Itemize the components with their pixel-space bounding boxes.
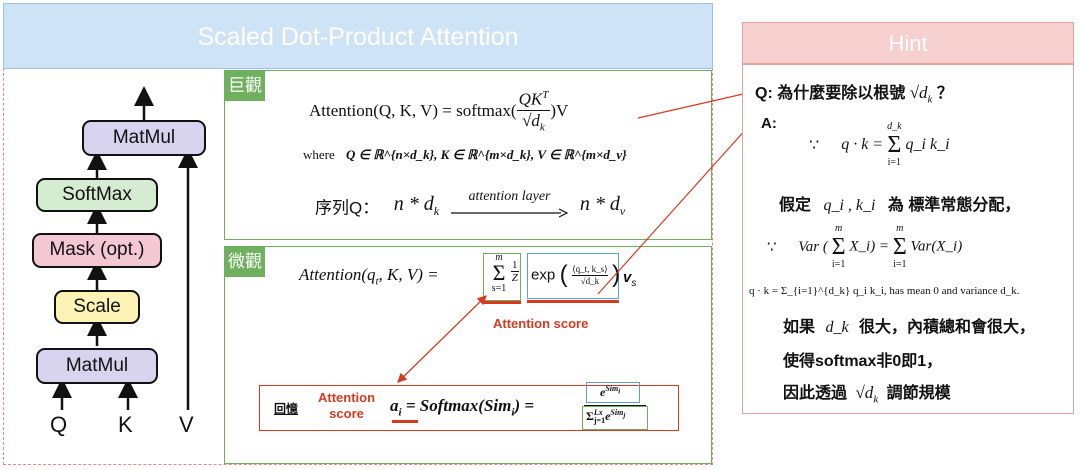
frac-denominator-sub: k (539, 121, 545, 134)
formula-fraction: QKT √dk (516, 89, 551, 134)
arrow-to-question (637, 89, 754, 119)
architecture-diagram: MatMul SoftMax Mask (opt.) Scale MatMul … (0, 0, 220, 470)
recall-denominator-box (582, 406, 648, 430)
hint-paper-line: q · k = Σ_{i=1}^{d_k} q_i k_i, has mean … (749, 285, 1020, 297)
macro-attention-formula: Attention(Q, K, V) = softmax( QKT √dk )V (309, 89, 568, 133)
arrow-line (451, 208, 569, 218)
micro-tag: 微觀 (225, 247, 265, 277)
where-label: where (303, 147, 335, 162)
sequence-label: 序列Q： (315, 198, 380, 218)
input-v-label: V (179, 412, 194, 437)
macro-tag: 巨觀 (225, 71, 265, 101)
matmul-top-block: MatMul (82, 120, 206, 156)
hint-dot-product: ∵ q · k = d_k Σ i=1 q_i k_i (809, 121, 950, 168)
micro-v-s: vs (623, 269, 637, 289)
hint-line1: 如果 d_k 很大，內積總和會很大， (783, 319, 1036, 336)
macro-panel: 巨觀 Attention(Q, K, V) = softmax( QKT √dk… (224, 70, 712, 240)
arrow-to-answer (597, 117, 757, 295)
mask-block: Mask (opt.) (32, 233, 162, 268)
recall-frac-line (584, 405, 646, 406)
frac-numerator-sup: T (542, 89, 549, 101)
sequence-arrow: attention layer (449, 189, 569, 223)
where-formula: Q ∈ ℝ^{n×d_k}, K ∈ ℝ^{m×d_k}, V ∈ ℝ^{m×d… (346, 147, 627, 162)
arrow-label: attention layer (468, 189, 551, 204)
exp-highlight-box (527, 253, 619, 299)
sequence-left: n * dk (393, 193, 440, 218)
matmul-bottom-block: MatMul (36, 348, 158, 384)
recall-ai-underline (392, 420, 418, 423)
recall-numerator-box (586, 382, 640, 403)
frac-denominator: √d (522, 110, 540, 130)
input-k-label: K (118, 412, 133, 437)
micro-formula-lhs: Attention(qt, K, V) = (299, 265, 439, 288)
exp-underline (527, 300, 619, 303)
recall-score-label: Attention score (318, 390, 376, 421)
hint-assume-line: 假定 q_i , k_i 為 標準常態分配， (779, 197, 1021, 214)
diagram-arrows (52, 86, 198, 410)
hint-answer-label: A: (761, 115, 777, 132)
hint-header: Hint (742, 22, 1074, 64)
sum-highlight-box (483, 253, 521, 301)
macro-sequence-line: 序列Q： n * dk attention layer n * dv (315, 189, 625, 223)
recall-formula: ai = Softmax(Simi) = (390, 396, 535, 419)
micro-sum: m Σ s=1 (491, 252, 507, 295)
formula-lhs: Attention(Q, K, V) = softmax( (309, 101, 517, 121)
frac-numerator: QK (518, 89, 543, 109)
sequence-right: n * dv (579, 193, 626, 218)
recall-numerator: eSimi (600, 384, 621, 399)
hint-panel: Q: 為什麼要除以根號 √dk ？ A: ∵ q · k = d_k Σ i=1… (742, 64, 1074, 414)
recall-label: 回憶 (274, 402, 299, 416)
formula-rhs: )V (550, 101, 569, 121)
hint-line3: 因此透過 √dk 調節規模 (783, 383, 951, 406)
hint-question: Q: 為什麼要除以根號 √dk ？ (755, 83, 953, 106)
hint-line2: 使得softmax非0即1， (783, 353, 943, 370)
softmax-block: SoftMax (36, 178, 158, 212)
page-title: Scaled Dot-Product Attention (3, 3, 713, 69)
sum-underline (483, 301, 521, 304)
recall-panel: 回憶 Attention score ai = Softmax(Simi) = … (259, 382, 679, 431)
input-q-label: Q (50, 412, 68, 437)
attention-score-label: Attention score (493, 316, 589, 331)
hint-variance-line: ∵ Var ( m Σ i=1 X_i) = m Σ i=1 Var(X_i) (767, 223, 963, 270)
micro-one-over-z: 1 Z (511, 259, 519, 284)
arrow-recall-to-score (397, 295, 487, 383)
macro-where-line: where Q ∈ ℝ^{n×d_k}, K ∈ ℝ^{m×d_k}, V ∈ … (303, 147, 627, 163)
scale-block: Scale (54, 290, 140, 324)
